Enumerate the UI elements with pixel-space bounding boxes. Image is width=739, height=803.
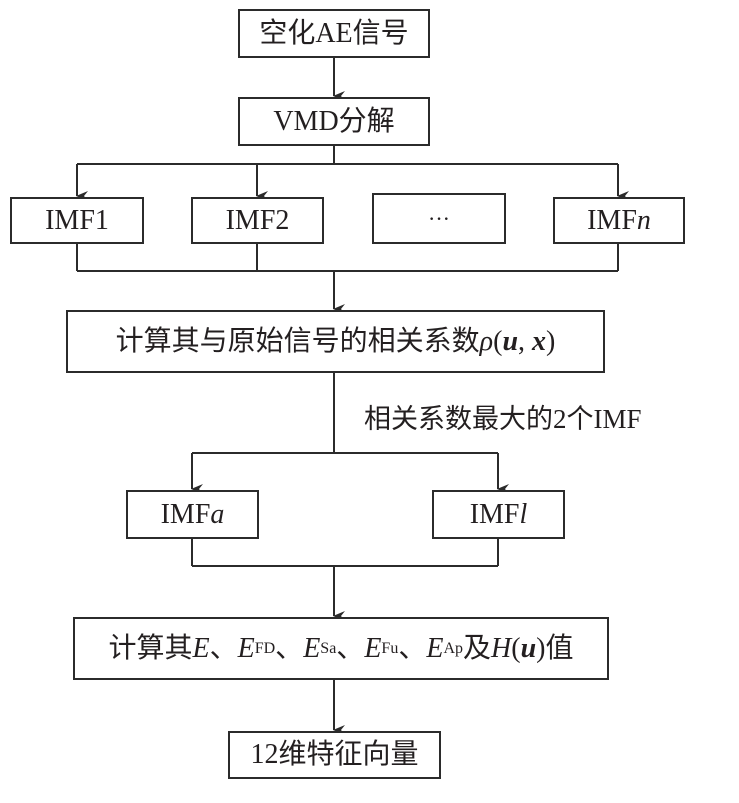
node-output-label: 12维特征向量: [250, 739, 419, 770]
feature-e-ap-sub: Ap: [443, 639, 464, 657]
paren-close: ): [546, 325, 556, 357]
node-imfn-var: n: [636, 204, 651, 236]
node-imfl-prefix: IMF: [469, 498, 520, 530]
h-paren-close: ): [536, 632, 546, 664]
h-paren-open: (: [511, 632, 521, 664]
node-imfn-prefix: IMF: [587, 204, 637, 236]
node-output: 12维特征向量: [228, 731, 441, 779]
node-input-signal: 空化AE信号: [238, 9, 430, 58]
feature-e-fd: E: [237, 632, 255, 664]
paren-open: (: [493, 325, 503, 357]
node-vmd: VMD分解: [238, 97, 430, 146]
node-imf2-label: IMF2: [225, 204, 290, 236]
h-var-u: u: [520, 632, 537, 664]
node-imfl-var: l: [519, 498, 528, 530]
rho-symbol: ρ: [479, 325, 494, 357]
feature-e-sa: E: [303, 632, 321, 664]
sep-2: 、: [275, 632, 304, 664]
feature-e: E: [192, 632, 210, 664]
node-imf1: IMF1: [10, 197, 144, 244]
feature-e-fu: E: [364, 632, 382, 664]
feature-e-fd-sub: FD: [254, 639, 276, 657]
comma: ,: [518, 325, 533, 357]
feature-e-sa-sub: Sa: [320, 639, 337, 657]
features-prefix: 计算其: [108, 632, 193, 664]
node-imf1-label: IMF1: [45, 204, 109, 236]
feature-e-fu-sub: Fu: [381, 639, 399, 657]
node-imfa-var: a: [210, 498, 225, 530]
sep-4: 、: [398, 632, 427, 664]
var-x: x: [532, 325, 547, 357]
sep-1: 、: [209, 632, 238, 664]
node-correlation-text: 计算其与原始信号的相关系数: [115, 325, 480, 357]
edge-label-top2: 相关系数最大的2个IMF: [364, 404, 642, 434]
node-input-signal-label: 空化AE信号: [259, 17, 409, 49]
feature-h: H: [491, 632, 512, 664]
features-suffix: 值: [545, 632, 574, 664]
feature-e-ap: E: [426, 632, 444, 664]
node-imf-ellipsis: ···: [372, 193, 506, 244]
node-imf-ellipsis-label: ···: [428, 205, 450, 231]
node-imf2: IMF2: [191, 197, 324, 244]
sep-3: 、: [336, 632, 365, 664]
node-imfa-prefix: IMF: [160, 498, 211, 530]
var-u: u: [502, 325, 519, 357]
and-word: 及: [463, 632, 492, 664]
node-vmd-label: VMD分解: [273, 105, 395, 137]
